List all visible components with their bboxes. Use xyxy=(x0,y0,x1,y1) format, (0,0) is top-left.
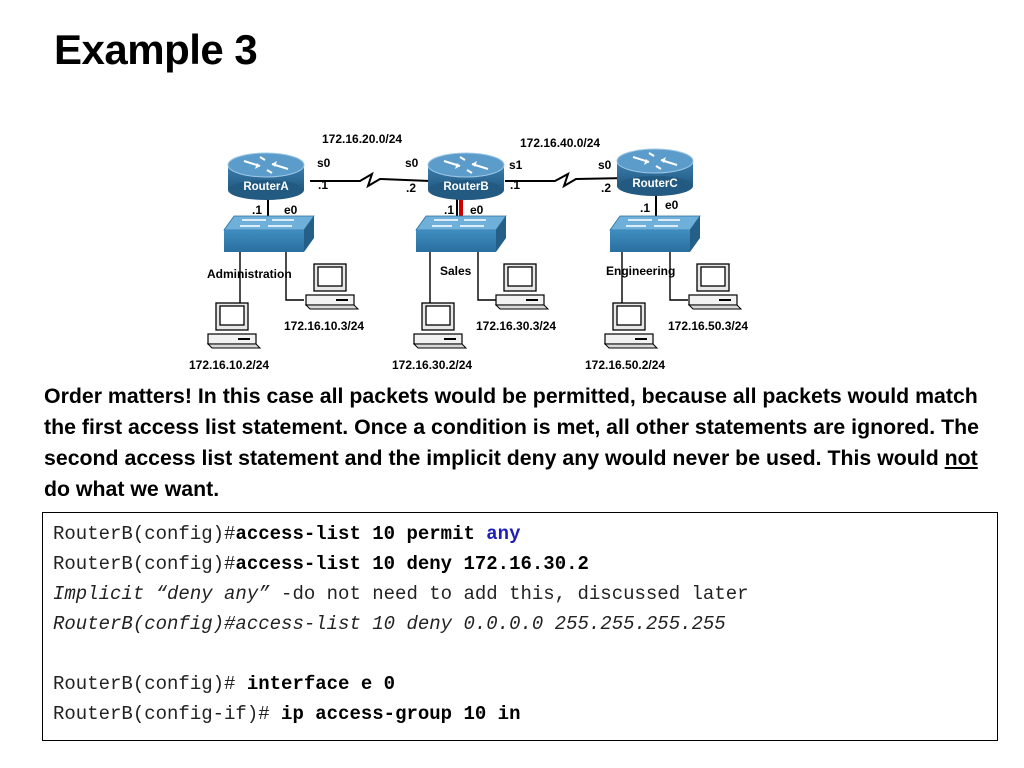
router-c-eth-ip: .1 xyxy=(640,201,650,215)
host-ip-admin-left: 172.16.10.2/24 xyxy=(189,358,269,372)
config-code-box: RouterB(config)#access-list 10 permit an… xyxy=(42,512,998,741)
code-line-2: RouterB(config)#access-list 10 deny 172.… xyxy=(53,549,749,579)
pc-sales-left[interactable] xyxy=(413,302,467,349)
code-implicit-statement: RouterB(config)#access-list 10 deny 0.0.… xyxy=(53,613,726,635)
code-comment-implicit: Implicit xyxy=(53,583,145,605)
code-line-6: RouterB(config)# interface e 0 xyxy=(53,669,749,699)
network-label-bc: 172.16.40.0/24 xyxy=(520,136,600,150)
router-a-serial-ip: .1 xyxy=(318,178,328,192)
router-a-eth: e0 xyxy=(284,203,298,217)
router-b[interactable]: RouterB xyxy=(427,152,505,201)
router-b-serial-right-ip: .1 xyxy=(510,178,520,192)
host-ip-admin-right: 172.16.10.3/24 xyxy=(284,319,364,333)
code-line-4: RouterB(config)#access-list 10 deny 0.0.… xyxy=(53,609,749,639)
code-prompt: RouterB(config)# xyxy=(53,553,236,575)
router-c-serial: s0 xyxy=(598,158,612,172)
router-b-eth: e0 xyxy=(470,203,484,217)
pc-eng-right[interactable] xyxy=(688,263,742,310)
router-b-serial-left: s0 xyxy=(405,156,419,170)
host-ip-sales-right: 172.16.30.3/24 xyxy=(476,319,556,333)
router-b-eth-ip: .1 xyxy=(444,203,454,217)
pc-eng-left[interactable] xyxy=(604,302,658,349)
router-c[interactable]: RouterC xyxy=(616,148,694,197)
router-c-eth: e0 xyxy=(665,198,679,212)
router-a[interactable]: RouterA xyxy=(227,152,305,201)
code-prompt: RouterB(config)# xyxy=(53,673,247,695)
lan-label-administration: Administration xyxy=(207,267,292,281)
pc-admin-right[interactable] xyxy=(305,263,359,310)
code-command: access-list 10 deny 172.16.30.2 xyxy=(235,553,589,575)
router-a-eth-ip: .1 xyxy=(252,203,262,217)
router-b-serial-right: s1 xyxy=(509,158,523,172)
code-line-3: Implicit “deny any” -do not need to add … xyxy=(53,579,749,609)
host-ip-sales-left: 172.16.30.2/24 xyxy=(392,358,472,372)
pc-admin-left[interactable] xyxy=(207,302,261,349)
host-ip-eng-left: 172.16.50.2/24 xyxy=(585,358,665,372)
network-label-ab: 172.16.20.0/24 xyxy=(322,132,402,146)
switch-administration[interactable] xyxy=(223,215,315,253)
code-line-blank xyxy=(53,639,749,669)
code-command: ip access-group 10 in xyxy=(281,703,521,725)
code-line-1: RouterB(config)#access-list 10 permit an… xyxy=(53,519,749,549)
router-a-label: RouterA xyxy=(243,181,288,193)
code-keyword-any: any xyxy=(486,523,521,545)
code-comment-deny-any: “deny any” xyxy=(144,583,270,605)
emphasis-not: not xyxy=(944,446,978,470)
router-c-label: RouterC xyxy=(632,178,677,190)
router-c-serial-ip: .2 xyxy=(601,181,611,195)
router-a-serial: s0 xyxy=(317,156,331,170)
switch-sales[interactable] xyxy=(415,215,507,253)
code-command: interface e 0 xyxy=(246,673,396,695)
code-line-7: RouterB(config-if)# ip access-group 10 i… xyxy=(53,699,749,729)
serial-link-b-c xyxy=(505,171,629,189)
explanation-paragraph: Order matters! In this case all packets … xyxy=(44,381,994,505)
config-code: RouterB(config)#access-list 10 permit an… xyxy=(53,519,749,729)
code-prompt: RouterB(config-if)# xyxy=(53,703,282,725)
switch-engineering[interactable] xyxy=(609,215,701,253)
lan-label-engineering: Engineering xyxy=(606,264,675,278)
code-prompt: RouterB(config)# xyxy=(53,523,236,545)
serial-link-a-b xyxy=(310,171,431,189)
host-ip-eng-right: 172.16.50.3/24 xyxy=(668,319,748,333)
slide-title: Example 3 xyxy=(54,26,258,73)
network-diagram: RouterA RouterB RouterC 172.16.20.0/24 1… xyxy=(189,132,748,372)
explanation-text: Order matters! In this case all packets … xyxy=(44,384,979,470)
lan-label-sales: Sales xyxy=(440,264,472,278)
code-comment-note: -do not need to add this, discussed late… xyxy=(269,583,749,605)
pc-sales-right[interactable] xyxy=(495,263,549,310)
explanation-tail: do what we want. xyxy=(44,477,220,501)
router-b-label: RouterB xyxy=(443,181,488,193)
code-command: access-list 10 permit xyxy=(235,523,487,545)
router-b-serial-left-ip: .2 xyxy=(406,181,416,195)
